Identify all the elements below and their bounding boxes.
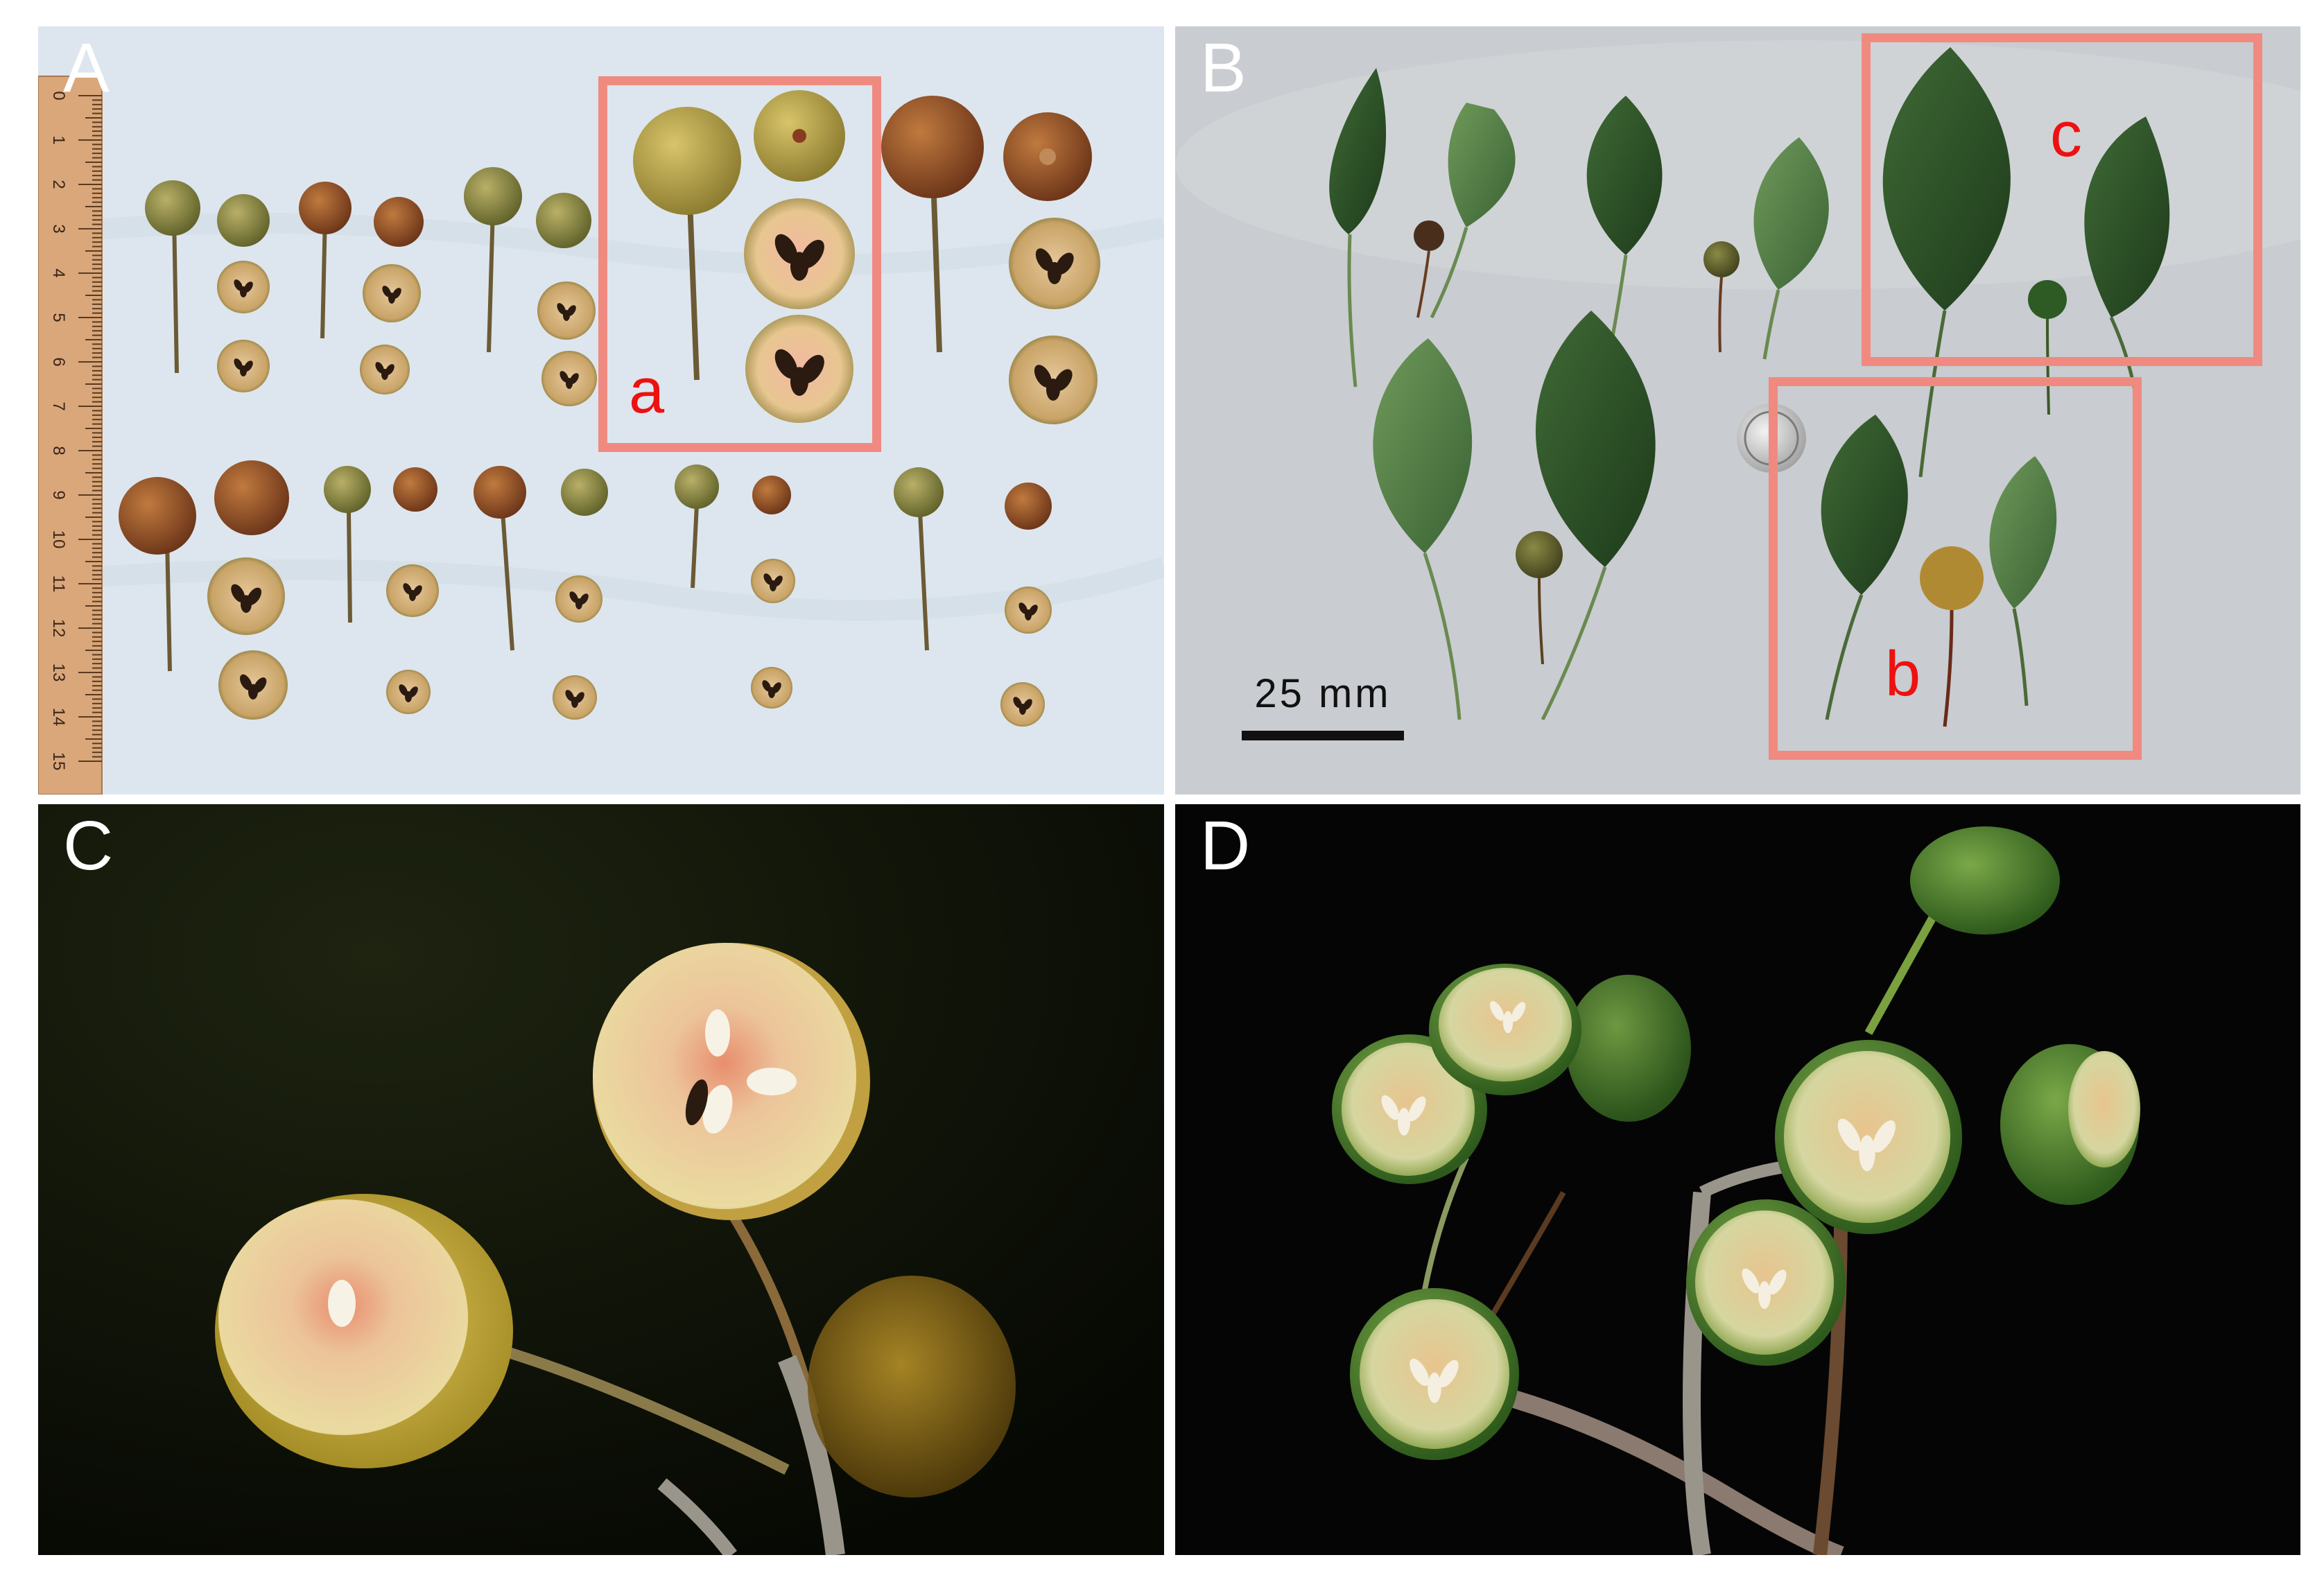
ruler-label: 1 xyxy=(49,135,68,144)
panel-d-photo xyxy=(1175,804,2300,1555)
ruler-label: 9 xyxy=(49,490,68,499)
panel-b-label: B xyxy=(1200,29,1247,107)
panel-b-photo xyxy=(1175,26,2300,794)
box-label-c: c xyxy=(2050,99,2082,170)
ruler-label: 14 xyxy=(49,708,68,727)
highlight-box-c xyxy=(1862,33,2262,366)
ruler-label: 7 xyxy=(49,401,68,410)
panel-c-photo xyxy=(38,804,1164,1555)
fruit-row-2 xyxy=(119,460,1052,727)
panel-c: C xyxy=(38,804,1164,1555)
panel-d: D xyxy=(1175,804,2300,1555)
ruler-label: 10 xyxy=(49,530,68,549)
ruler-label: 15 xyxy=(49,752,68,771)
leaves-bottom-row xyxy=(1373,311,2057,727)
box-label-a: a xyxy=(629,356,665,426)
ruler-label: 3 xyxy=(49,224,68,233)
ruler-label: 11 xyxy=(49,575,68,593)
ruler-label: 4 xyxy=(49,268,68,277)
panel-b: B c b 25 mm xyxy=(1175,26,2300,794)
fruit-row-1 xyxy=(145,90,1100,424)
leaves-top-row xyxy=(1329,47,2170,478)
ruler-label: 12 xyxy=(49,619,68,638)
panel-c-label: C xyxy=(63,807,114,885)
ruler-label: 0 xyxy=(49,91,68,100)
highlight-box-b xyxy=(1769,377,2142,760)
ruler-label: 13 xyxy=(49,663,68,682)
ruler-label: 8 xyxy=(49,446,68,455)
ruler-label: 2 xyxy=(49,180,68,189)
ruler xyxy=(38,76,103,794)
scale-bar: 25 mm xyxy=(1242,674,1404,743)
scale-bar-label: 25 mm xyxy=(1254,671,1391,716)
highlight-box-a xyxy=(598,76,881,452)
ruler-label: 5 xyxy=(49,313,68,322)
scale-bar-line xyxy=(1242,731,1404,740)
box-label-b: b xyxy=(1885,639,1921,709)
panel-d-label: D xyxy=(1200,807,1251,885)
ruler-label: 6 xyxy=(49,357,68,366)
panel-a-label: A xyxy=(63,29,110,107)
